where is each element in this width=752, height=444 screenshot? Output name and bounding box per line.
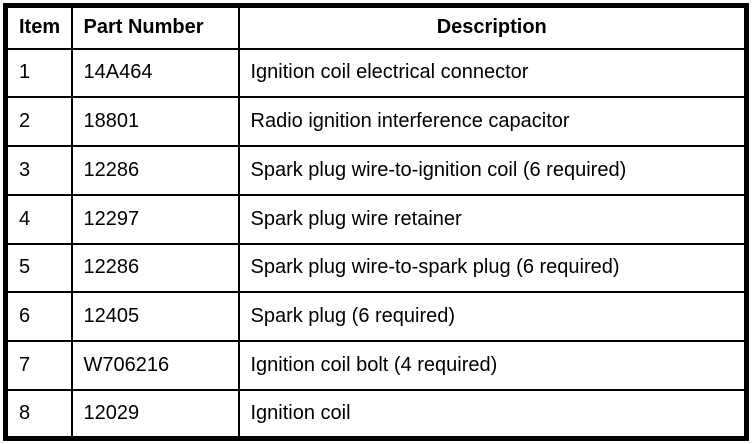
cell-description: Ignition coil xyxy=(237,388,748,440)
cell-description: Spark plug wire-to-ignition coil (6 requ… xyxy=(237,145,748,196)
table-row: 8 12029 Ignition coil xyxy=(4,388,748,440)
cell-item: 7 xyxy=(4,340,73,391)
cell-description: Ignition coil bolt (4 required) xyxy=(237,340,748,391)
parts-table: Item Part Number Description 1 14A464 Ig… xyxy=(3,3,749,441)
header-part-number: Part Number xyxy=(70,4,240,50)
cell-item: 4 xyxy=(4,193,73,245)
table-row: 1 14A464 Ignition coil electrical connec… xyxy=(4,47,748,99)
header-description: Description xyxy=(237,4,748,50)
cell-description: Spark plug (6 required) xyxy=(237,291,748,342)
cell-part-number: 12286 xyxy=(70,242,240,294)
cell-item: 2 xyxy=(4,96,73,147)
cell-part-number: 12286 xyxy=(70,145,240,196)
cell-description: Spark plug wire-to-spark plug (6 require… xyxy=(237,242,748,294)
cell-part-number: 18801 xyxy=(70,96,240,147)
table-row: 5 12286 Spark plug wire-to-spark plug (6… xyxy=(4,242,748,294)
cell-part-number: 12405 xyxy=(70,291,240,342)
table-row: 2 18801 Radio ignition interference capa… xyxy=(4,96,748,147)
cell-item: 8 xyxy=(4,388,73,440)
table-row: 4 12297 Spark plug wire retainer xyxy=(4,193,748,245)
cell-item: 1 xyxy=(4,47,73,99)
table-row: 3 12286 Spark plug wire-to-ignition coil… xyxy=(4,145,748,196)
cell-part-number: 12029 xyxy=(70,388,240,440)
cell-description: Radio ignition interference capacitor xyxy=(237,96,748,147)
cell-description: Ignition coil electrical connector xyxy=(237,47,748,99)
header-item: Item xyxy=(4,4,73,50)
cell-part-number: 14A464 xyxy=(70,47,240,99)
cell-item: 3 xyxy=(4,145,73,196)
table-header-row: Item Part Number Description xyxy=(4,4,748,50)
cell-part-number: W706216 xyxy=(70,340,240,391)
table-row: 6 12405 Spark plug (6 required) xyxy=(4,291,748,342)
cell-item: 6 xyxy=(4,291,73,342)
cell-item: 5 xyxy=(4,242,73,294)
cell-part-number: 12297 xyxy=(70,193,240,245)
cell-description: Spark plug wire retainer xyxy=(237,193,748,245)
table-row: 7 W706216 Ignition coil bolt (4 required… xyxy=(4,340,748,391)
